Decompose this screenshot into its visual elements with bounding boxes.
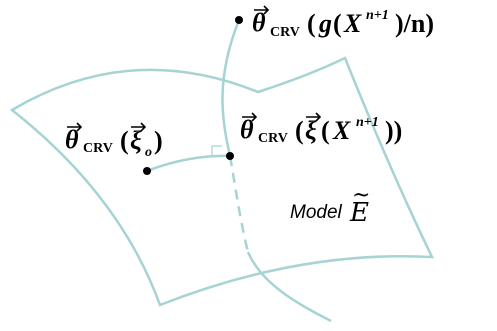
label-mid: θ CRV ( ξ ( X n+1 )) xyxy=(240,112,402,146)
arrow-icon xyxy=(254,5,270,15)
label-mid-open2: ( xyxy=(321,116,330,145)
label-left-sub: CRV xyxy=(83,141,113,156)
label-mid-theta: θ xyxy=(240,115,254,144)
vertical-curve-lower xyxy=(246,251,332,323)
label-left-xi: ξ xyxy=(130,126,142,155)
label-model-word: Model xyxy=(290,202,343,223)
label-top-open2: ( xyxy=(333,9,342,38)
origin-point xyxy=(143,167,151,175)
label-top-X: X xyxy=(343,9,362,38)
label-mid-xi: ξ xyxy=(305,116,317,145)
label-left-close: ) xyxy=(154,126,163,155)
label-mid-sup: n+1 xyxy=(356,115,379,130)
arrow-icon xyxy=(306,112,322,122)
label-top-sup: n+1 xyxy=(366,8,389,23)
label-top-sub: CRV xyxy=(270,25,300,40)
label-mid-open: ( xyxy=(295,116,304,145)
projection-point xyxy=(226,152,234,160)
model-surface xyxy=(9,56,435,307)
label-mid-sub: CRV xyxy=(258,131,288,146)
label-top-open: ( xyxy=(307,9,316,38)
arrow-icon xyxy=(242,112,258,122)
label-model: Model E ~ xyxy=(290,183,370,228)
label-model-script: E xyxy=(349,198,369,228)
top-point xyxy=(235,16,243,24)
label-top-rest: )/n) xyxy=(395,9,434,38)
label-left: θ CRV ( ξ o ) xyxy=(65,122,163,160)
arrow-icon xyxy=(67,122,83,132)
label-left-subscript: o xyxy=(145,145,152,160)
label-top: θ CRV ( g ( X n+1 )/n) xyxy=(252,5,434,40)
vertical-curve-solid xyxy=(221,19,241,157)
vertical-curve-dashed xyxy=(228,155,250,253)
label-left-theta: θ xyxy=(65,125,79,154)
label-model-tilde: ~ xyxy=(352,183,370,208)
label-mid-close: )) xyxy=(385,116,402,145)
right-angle-marker xyxy=(211,145,222,156)
geodesic-curve xyxy=(146,154,231,173)
arrow-icon xyxy=(131,122,147,132)
label-top-g: g xyxy=(318,9,332,38)
label-top-theta: θ xyxy=(252,8,266,37)
label-mid-X: X xyxy=(332,116,351,145)
label-left-open: ( xyxy=(120,126,129,155)
